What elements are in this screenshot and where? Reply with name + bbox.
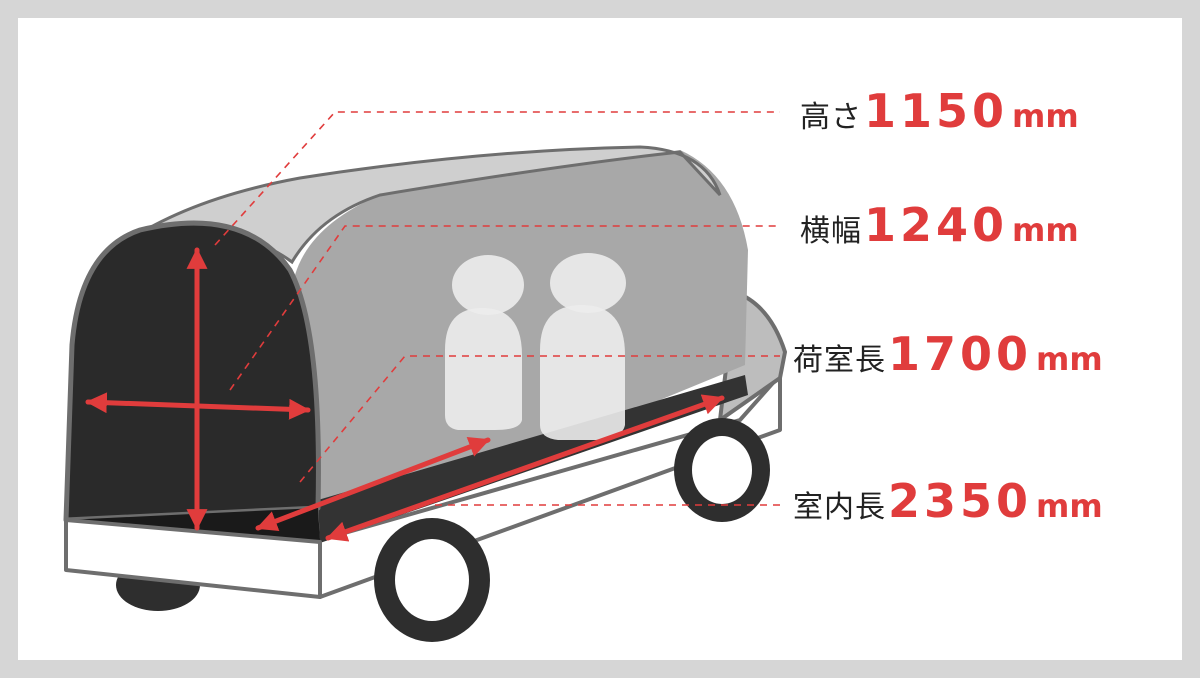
- dimension-unit: mm: [1012, 211, 1079, 249]
- dimension-label: 横幅: [800, 214, 862, 249]
- dimension-value: 1240: [864, 198, 1009, 252]
- dimension-label: 荷室長: [793, 343, 886, 378]
- dimension-value: 2350: [888, 474, 1033, 528]
- leader-width: [229, 225, 780, 391]
- dimension-label: 室内長: [793, 490, 886, 525]
- width-arrow: [85, 392, 311, 420]
- dimension-width: 横幅 1240 mm: [800, 198, 1079, 252]
- rear-opening: [63, 220, 321, 523]
- dimension-interior-length: 室内長 2350 mm: [793, 474, 1103, 528]
- front-wheel: [674, 418, 770, 522]
- roof: [111, 145, 722, 265]
- seat-left: [445, 255, 524, 430]
- dimension-value: 1150: [864, 84, 1009, 138]
- dimension-arrows: [85, 247, 725, 542]
- dimension-height: 高さ 1150 mm: [800, 84, 1079, 138]
- dimension-cargo-length: 荷室長 1700 mm: [793, 327, 1103, 381]
- dimension-unit: mm: [1036, 340, 1103, 378]
- dimension-label: 高さ: [800, 100, 862, 135]
- seat-right: [540, 253, 626, 440]
- dimension-value: 1700: [888, 327, 1033, 381]
- middle-wheel: [374, 518, 490, 642]
- dimension-unit: mm: [1012, 97, 1079, 135]
- rear-bumper: [64, 518, 322, 599]
- interior-length-arrow: [325, 394, 725, 542]
- dimension-unit: mm: [1036, 487, 1103, 525]
